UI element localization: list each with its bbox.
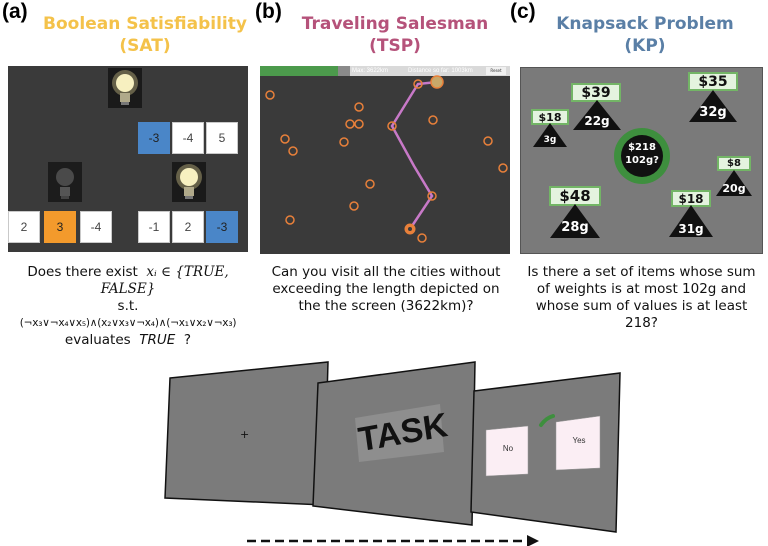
tsp-city	[428, 115, 438, 125]
tsp-city	[288, 146, 298, 156]
panel-c-label: (c)	[510, 0, 536, 23]
tsp-city	[417, 233, 427, 243]
no-button-label: No	[502, 444, 514, 453]
item-weight-label: 22g	[584, 114, 610, 128]
item-price-tag[interactable]: $8	[717, 156, 751, 171]
sat-tile[interactable]: -3	[206, 211, 238, 243]
no-button[interactable]	[485, 425, 529, 477]
panel-c-title: Knapsack Problem	[556, 14, 734, 34]
panel-b-label: (b)	[255, 0, 282, 23]
sat-tile[interactable]: -1	[138, 211, 170, 243]
sat-truth: TRUE	[139, 332, 176, 348]
kp-question-line: of weights is at most 102g and	[536, 281, 747, 297]
response-screen	[470, 372, 621, 533]
sat-question: Does there exist xᵢ ∈ {TRUE, FALSE} s.t.…	[0, 264, 256, 349]
sat-formula: (¬x₃∨¬x₄∨x₅)∧(x₂∨x₃∨¬x₄)∧(¬x₁∨x₂∨¬x₃)	[19, 317, 237, 329]
kp-question-line: 218?	[625, 315, 658, 331]
item-weight-icon[interactable]	[716, 170, 752, 196]
sat-tile[interactable]: 2	[8, 211, 40, 243]
kp-board: $218 102g? $39 22g $35 32g $18 3g $8 20g…	[520, 67, 763, 254]
tsp-question: Can you visit all the cities without exc…	[255, 264, 517, 315]
item-weight-icon[interactable]	[669, 205, 713, 237]
yes-button-label: Yes	[572, 436, 586, 445]
tsp-city	[413, 79, 423, 89]
item-weight-icon[interactable]	[573, 100, 621, 130]
tsp-city	[345, 119, 355, 129]
item-weight-icon[interactable]	[533, 123, 567, 147]
item-weight-icon[interactable]	[550, 204, 600, 238]
panel-a-abbrev: (SAT)	[119, 36, 171, 56]
panel-c-abbrev: (KP)	[624, 36, 666, 56]
tsp-city	[365, 179, 375, 189]
knapsack-core	[621, 135, 663, 177]
sat-question-line2: s.t.	[117, 298, 139, 314]
sat-tile[interactable]: -3	[138, 122, 170, 154]
tsp-city	[354, 119, 364, 129]
sat-tile[interactable]: 5	[206, 122, 238, 154]
yes-button[interactable]	[555, 415, 601, 471]
knapsack-weight: 102g?	[625, 155, 659, 166]
tsp-board: Max: 3622km Distance so far: 1003km Rese…	[260, 66, 510, 254]
item-weight-label: 31g	[678, 222, 704, 236]
tsp-city	[483, 136, 493, 146]
lightbulb-lit-icon	[108, 68, 142, 108]
tsp-route	[390, 80, 438, 230]
tsp-city	[349, 201, 359, 211]
tsp-max-label: Max: 3622km	[352, 68, 389, 74]
sat-tile[interactable]: 2	[172, 211, 204, 243]
lightbulb-off-icon	[48, 162, 82, 202]
tsp-current-city	[430, 75, 444, 89]
panel-a-title: Boolean Satisfiability	[43, 14, 247, 34]
tsp-city	[387, 121, 397, 131]
tsp-reset-button[interactable]: Reset	[486, 67, 506, 75]
item-price-tag[interactable]: $39	[571, 83, 621, 102]
item-price-tag[interactable]: $18	[671, 190, 711, 207]
kp-question-line: Is there a set of items whose sum	[527, 264, 756, 280]
tsp-progress-bar	[260, 66, 510, 76]
sat-question-mark: ?	[183, 332, 192, 348]
tsp-distance-label: Distance so far: 1003km	[408, 68, 473, 74]
tsp-map	[265, 75, 508, 243]
tsp-city	[427, 191, 437, 201]
tsp-question-line: Can you visit all the cities without	[271, 264, 501, 280]
fixation-cross: +	[240, 428, 250, 441]
tsp-city	[339, 137, 349, 147]
panel-b-abbrev: (TSP)	[369, 36, 421, 56]
tsp-city	[285, 215, 295, 225]
item-weight-label: 3g	[543, 135, 557, 145]
kp-question: Is there a set of items whose sum of wei…	[515, 264, 768, 332]
tsp-city	[280, 134, 290, 144]
item-price-tag[interactable]: $48	[549, 186, 601, 206]
sat-domain: xᵢ ∈ {TRUE, FALSE}	[100, 264, 229, 297]
sat-tile[interactable]: 3	[44, 211, 76, 243]
panel-b-title: Traveling Salesman	[301, 14, 489, 34]
sat-tile[interactable]: -4	[80, 211, 112, 243]
knapsack-value: $218	[628, 142, 656, 153]
trial-sequence	[164, 361, 621, 546]
tsp-question-line: the the screen (3622km)?	[298, 298, 474, 314]
item-price-tag[interactable]: $35	[688, 72, 738, 91]
sat-question-line1: Does there exist	[27, 264, 138, 280]
tsp-progress-fill	[260, 66, 338, 76]
item-weight-label: 28g	[561, 220, 589, 235]
timer-arc	[539, 414, 555, 427]
sat-tile[interactable]: -4	[172, 122, 204, 154]
panel-a-label: (a)	[2, 0, 28, 23]
sat-board: -3 -4 5 2 3 -4 -1 2 -3	[8, 66, 248, 252]
item-weight-icon[interactable]	[689, 90, 737, 122]
task-label-background	[355, 404, 444, 462]
time-arrow-head	[527, 535, 539, 546]
tsp-city	[354, 102, 364, 112]
lightbulb-lit-icon	[172, 162, 206, 202]
item-weight-label: 20g	[722, 182, 746, 195]
tsp-city	[265, 90, 275, 100]
tsp-question-line: exceeding the length depicted on	[272, 281, 500, 297]
tsp-city	[498, 163, 508, 173]
sat-question-line4: evaluates	[64, 332, 131, 348]
item-weight-label: 32g	[699, 105, 727, 120]
kp-question-line: whose sum of values is at least	[535, 298, 748, 314]
